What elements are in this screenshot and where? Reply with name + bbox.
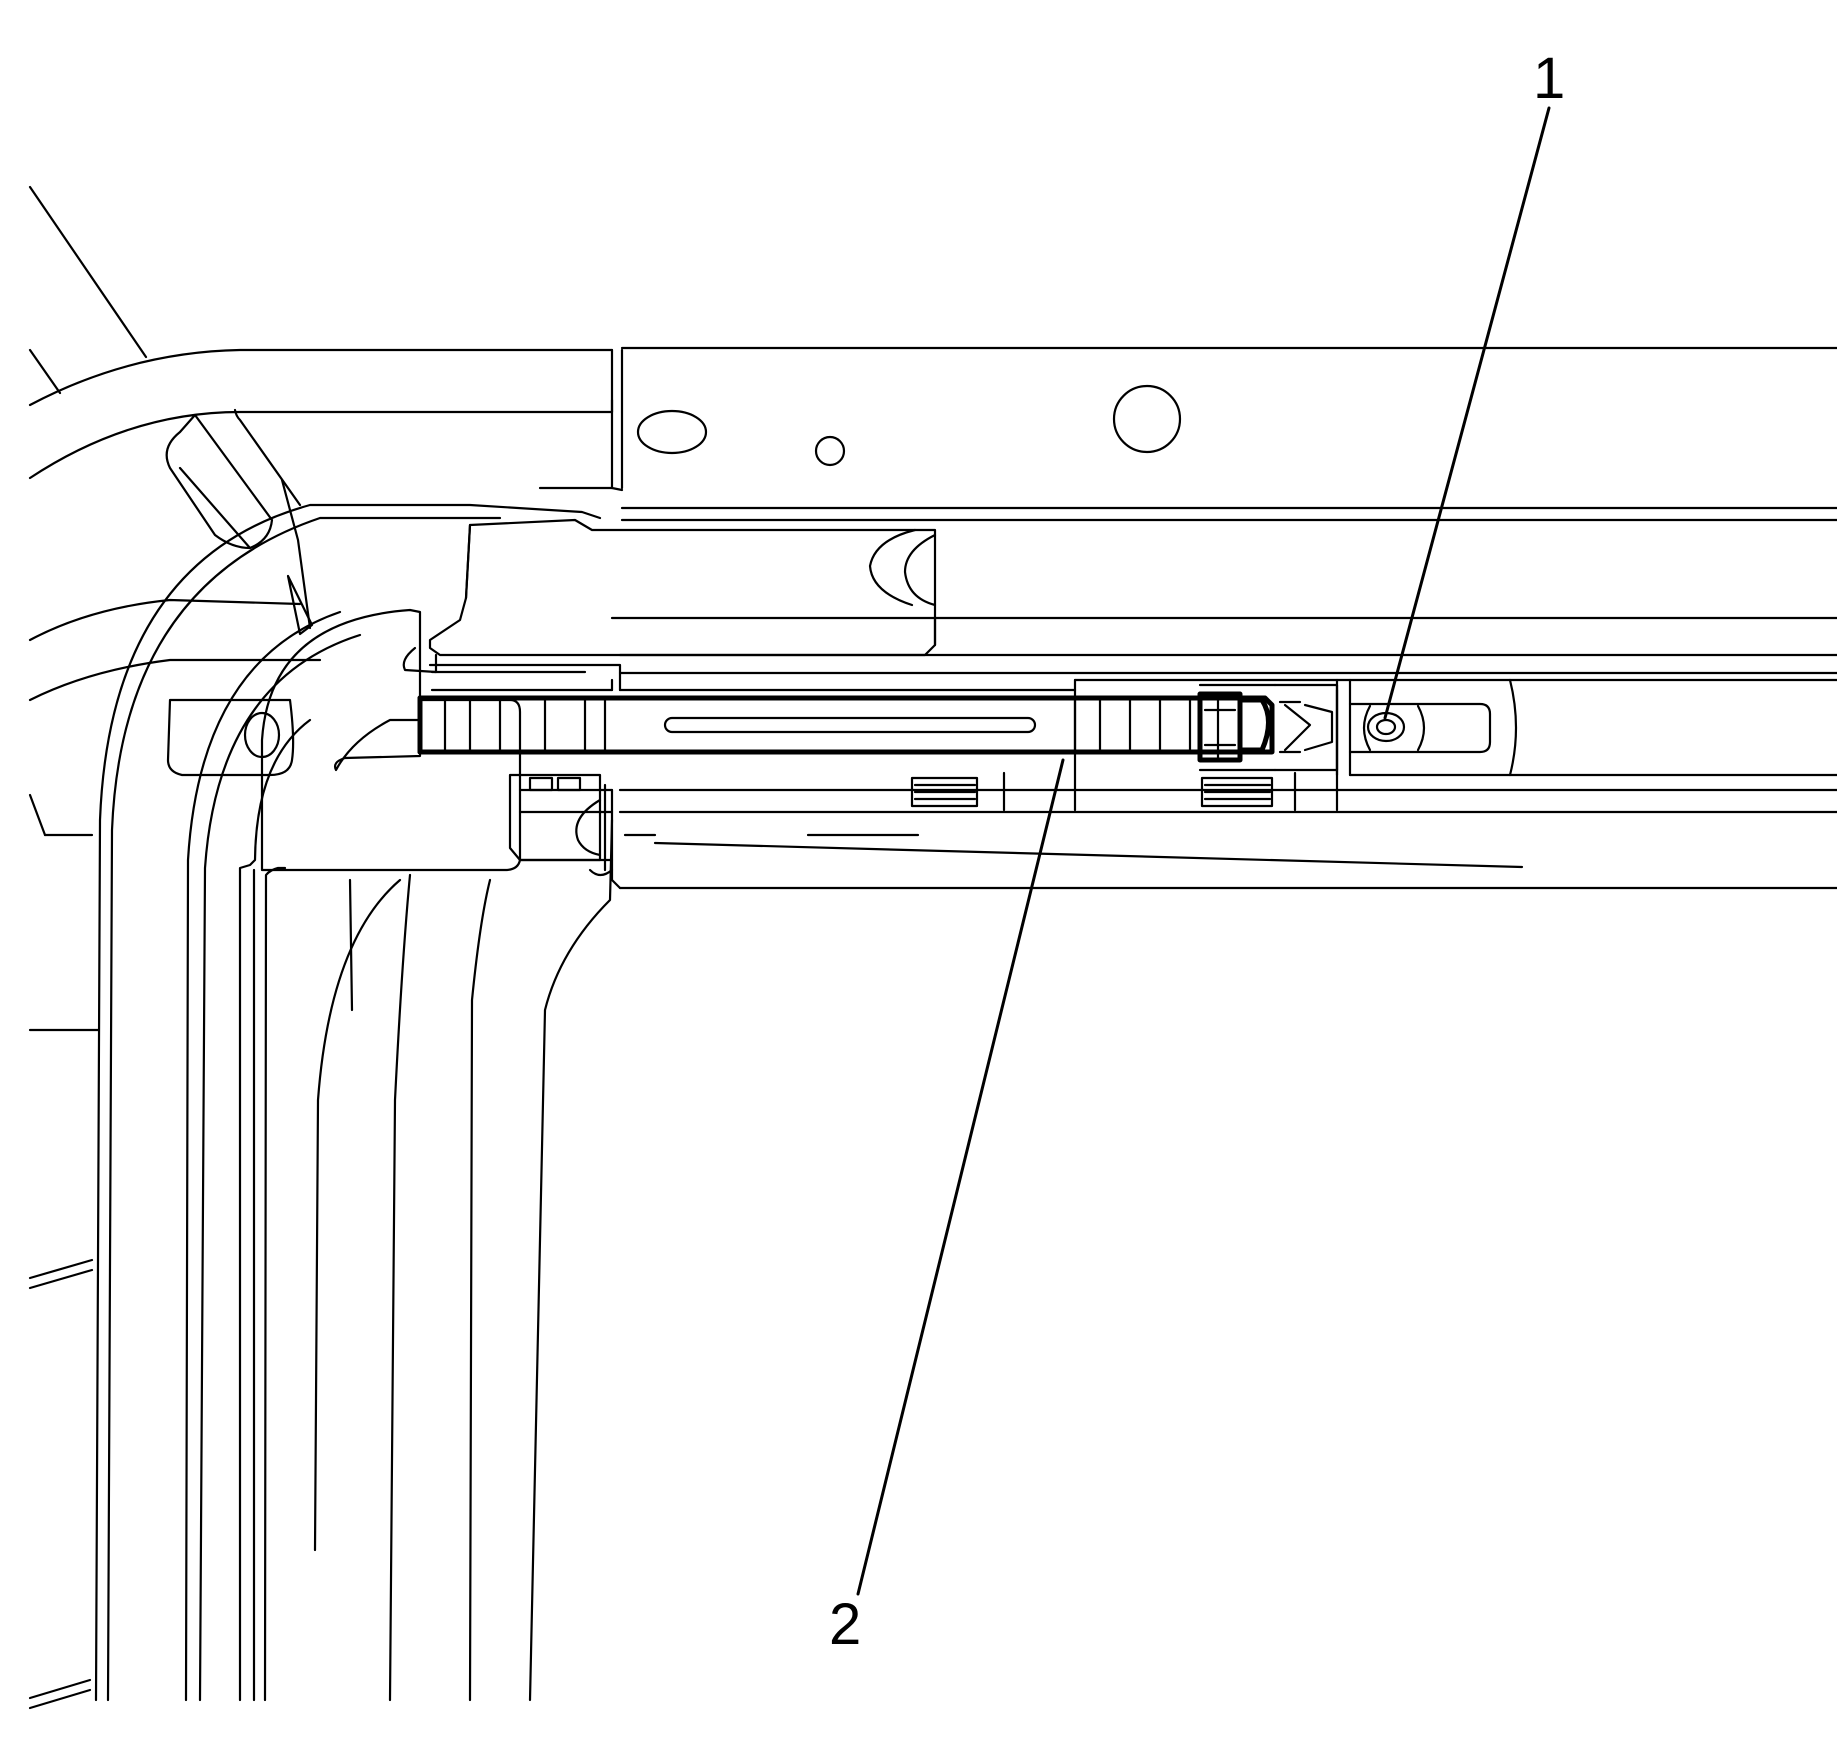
leader-line-2 [856,758,1065,1596]
lower-rail [518,788,1837,890]
slider-block [402,518,1837,674]
shoe-right [1200,776,1274,808]
guide-shoes [910,688,1339,812]
callout-label-2: 2 [829,1592,862,1657]
rail-slot-hole [636,409,708,455]
cable-slot [663,716,1037,734]
left-side-rails [166,698,614,1702]
leader-line-1 [1383,106,1551,720]
rail-small-hole [814,435,846,467]
frame-guides [508,773,607,872]
top-rail [538,346,1837,522]
glass-frame-corner [94,503,602,1702]
fastener-inner [1375,718,1397,736]
corner-bracket [165,408,314,636]
callout-label-1: 1 [1533,46,1566,111]
rail-large-hole [1112,384,1182,454]
clip-mechanism [1197,683,1277,772]
drive-fitting [1273,683,1492,772]
outer-frame-tubes [28,185,614,1710]
middle-rail [428,653,1837,777]
cable-track [417,695,1275,755]
shoe-left [910,776,979,808]
inner-frame [260,608,522,872]
